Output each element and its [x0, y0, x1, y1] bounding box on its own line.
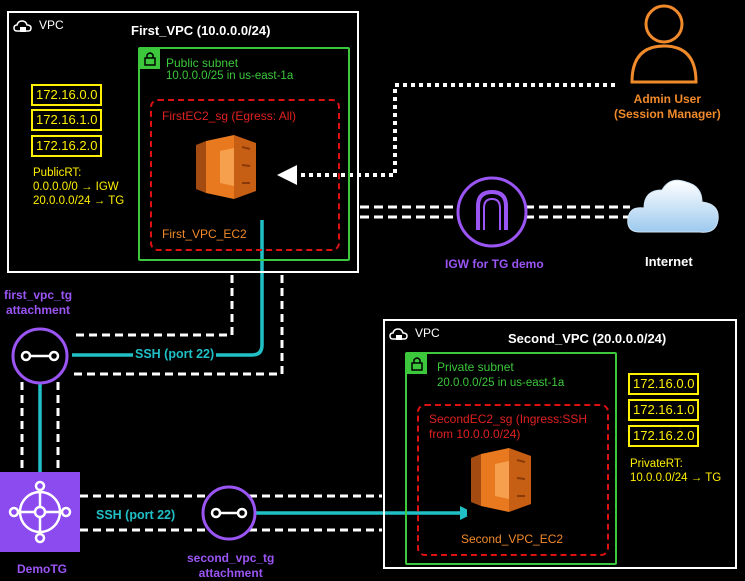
ip-box: 172.16.0.0 — [628, 373, 700, 395]
vpc1-route-dashed-b — [72, 275, 284, 376]
ip-box: 172.16.1.0 — [628, 399, 700, 421]
first-vpc-title: First_VPC (10.0.0.0/24) — [131, 23, 271, 38]
public-rt-text: PublicRT: 0.0.0.0/0 → IGW 20.0.0.0/24 → … — [33, 167, 125, 207]
ec2-label: Second_VPC_EC2 — [461, 532, 564, 546]
admin-ec2-dotted-line — [290, 83, 615, 177]
internet-cloud-icon — [627, 179, 719, 233]
internet-label: Internet — [645, 254, 693, 269]
cloud-lock-icon — [389, 328, 408, 340]
igw-label: IGW for TG demo — [445, 257, 544, 271]
ip-box: 172.16.1.0 — [31, 109, 103, 131]
second-vpc-tag: VPC — [415, 326, 440, 340]
ec2-label: First_VPC_EC2 — [162, 227, 247, 241]
second-ec2-security-group: SecondEC2_sg (Ingress:SSH from 10.0.0.0/… — [417, 404, 609, 556]
vpc1-route-dashed-a — [72, 275, 234, 337]
lock-icon — [407, 354, 427, 374]
ip-box: 172.16.0.0 — [31, 84, 103, 106]
subnet-name: Private subnet — [437, 360, 514, 374]
admin-user-label: Admin User (Session Manager) — [614, 92, 721, 121]
second-vpc-box: VPC Second_VPC (20.0.0.0/24) Private sub… — [383, 319, 737, 569]
ec2-instance-icon — [467, 444, 545, 516]
second-vpc-title: Second_VPC (20.0.0.0/24) — [508, 331, 667, 346]
igw-icon — [456, 176, 528, 248]
private-rt-text: PrivateRT: 10.0.0.0/24 → TG — [630, 458, 722, 484]
admin-arrowhead — [277, 165, 297, 185]
public-subnet: Public subnet 10.0.0.0/25 in us-east-1a … — [138, 47, 350, 261]
private-subnet: Private subnet 20.0.0.0/25 in us-east-1a… — [405, 352, 617, 565]
ec2-instance-icon — [192, 131, 270, 203]
first-vpc-box: VPC First_VPC (10.0.0.0/24) 172.16.0.0 1… — [7, 11, 359, 273]
transit-gateway-label: DemoTG — [17, 562, 68, 576]
ssh-label-second: SSH (port 22) — [96, 508, 176, 522]
tg-attachment-icon — [201, 485, 257, 541]
first-attachment-label: first_vpc_tg attachment — [4, 288, 73, 317]
cloud-lock-icon — [13, 20, 32, 32]
ssh-path-vpc1 — [72, 220, 264, 357]
second-attachment-label: second_vpc_tg attachment — [187, 551, 275, 580]
sg-label: SecondEC2_sg (Ingress:SSH from 10.0.0.0/… — [429, 412, 588, 441]
subnet-name: Public subnet — [166, 56, 239, 70]
first-vpc-tag: VPC — [39, 18, 64, 32]
first-ec2-security-group: FirstEC2_sg (Egress: All) First_VPC_EC2 — [150, 99, 340, 251]
ip-box: 172.16.2.0 — [628, 425, 700, 447]
transit-gateway-box — [0, 472, 80, 552]
subnet-cidr: 20.0.0.0/25 in us-east-1a — [437, 377, 565, 389]
transit-gateway-icon — [8, 480, 72, 544]
lock-icon — [140, 49, 160, 69]
ssh-label-first: SSH (port 22) — [133, 347, 217, 361]
ip-box: 172.16.2.0 — [31, 135, 103, 157]
sg-label: FirstEC2_sg (Egress: All) — [162, 109, 297, 123]
admin-user-icon — [630, 4, 698, 84]
tg-attachment-icon — [11, 327, 69, 385]
subnet-cidr: 10.0.0.0/25 in us-east-1a — [166, 70, 294, 82]
